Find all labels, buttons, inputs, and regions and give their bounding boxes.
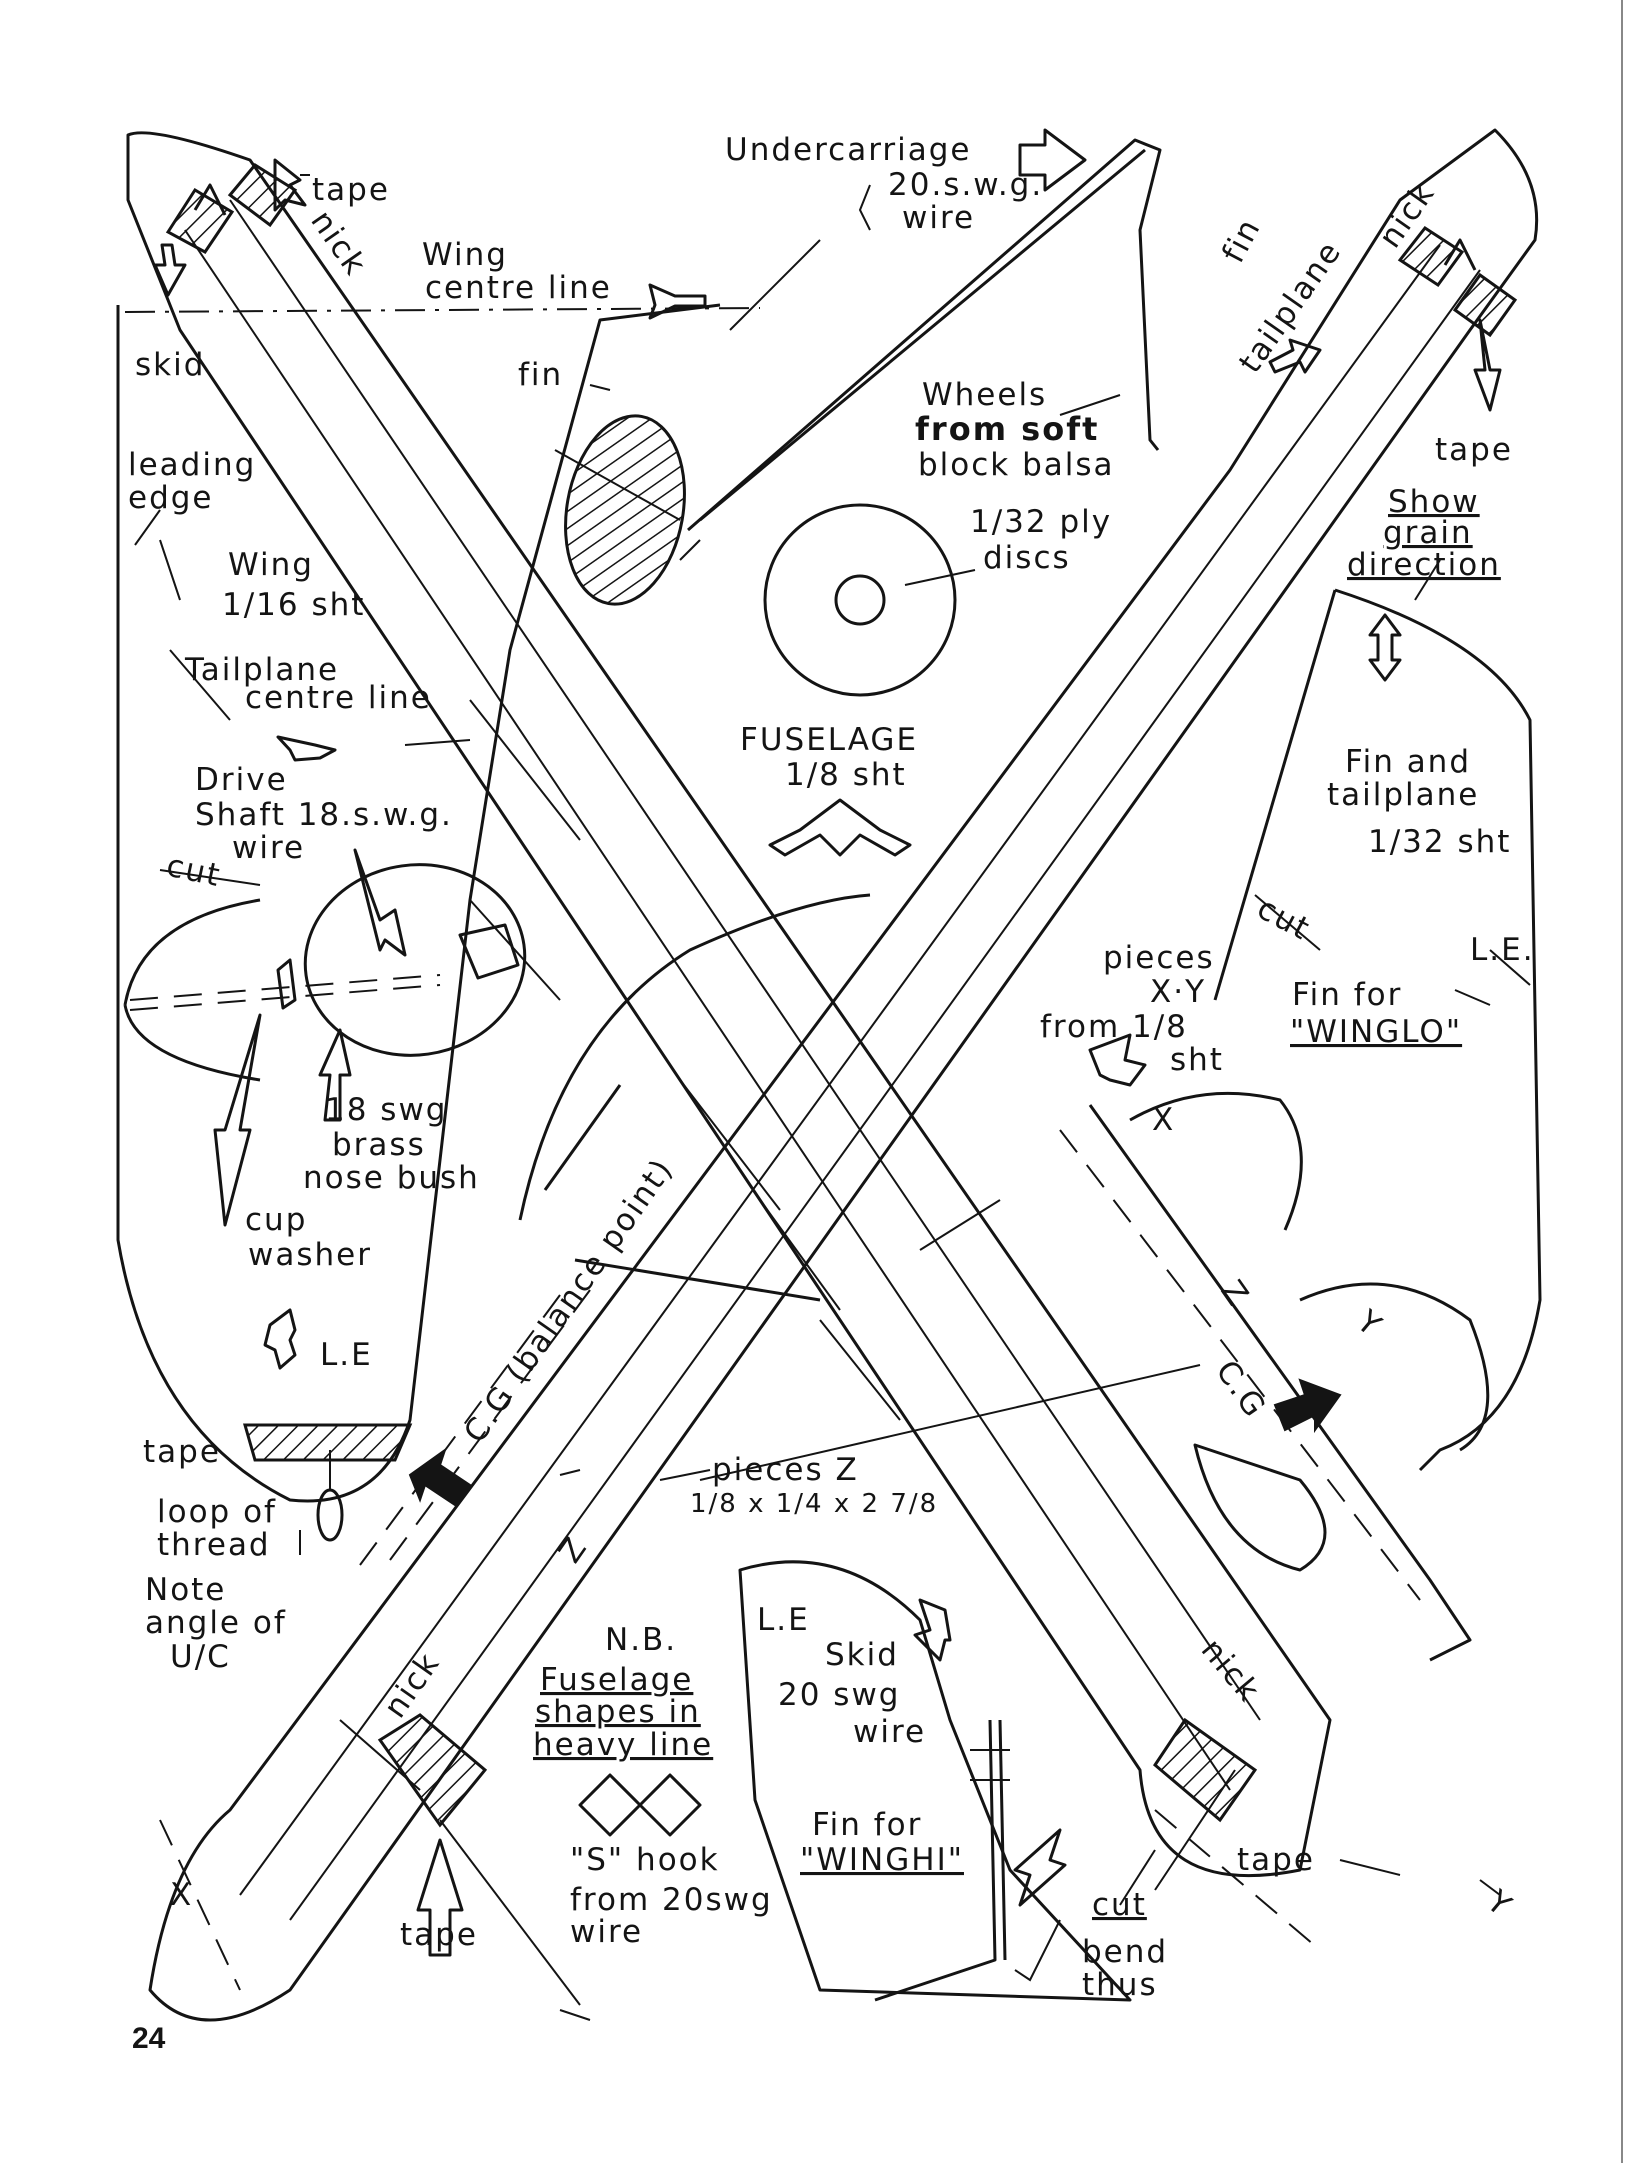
label-cut-bend-1: cut [1092,1887,1147,1923]
label-le-bottom: L.E [757,1602,810,1638]
label-ply-discs-1: 1/32 ply [970,504,1112,540]
label-pieces-xy-4: sht [1170,1042,1224,1078]
label-drive-shaft-1: Drive [195,762,288,798]
label-tape-bottom-left: tape [400,1917,478,1953]
page-number: 24 [132,2022,166,2055]
label-note-angle-2: angle of [145,1605,287,1641]
label-show-grain-3: direction [1347,547,1501,583]
fin-tailplane-outline [1213,588,1542,1472]
fin-winghi-outline [738,1560,1132,2002]
label-pieces-xy-2: X·Y [1150,974,1206,1010]
label-undercarriage-3: wire [902,200,975,236]
label-fin-tailplane-2: tailplane [1327,777,1479,813]
label-wing-centre-line-1: Wing [422,237,508,273]
label-pieces-xy-1: pieces [1103,940,1215,976]
cg-arrow-icons [408,1378,1342,1507]
label-cg-balance: C.G (balance point) [457,1152,681,1450]
label-fin-winghi-2: "WINGHI" [800,1842,964,1878]
fuselage-centre [518,893,901,1421]
s-hook-icon [578,1773,702,1837]
label-skid-wire-2: 20 swg [778,1677,900,1713]
leader-lines [134,174,1501,2021]
label-fin-right: fin [1215,212,1268,269]
label-x-bottom-left: X [170,1877,193,1913]
label-tape-left: tape [143,1434,221,1470]
label-nb-2: Fuselage [540,1662,693,1698]
label-cut-left: cut [163,848,224,895]
label-wheels-3: block balsa [918,447,1115,483]
label-drive-shaft-3: wire [232,830,305,866]
label-fuselage-1: FUSELAGE [740,722,918,758]
label-fin-winglo-2: "WINGLO" [1290,1014,1462,1050]
fuselage-strip-right [148,128,1539,2022]
label-z-right: Z [1213,1274,1256,1314]
label-skid-wire-1: Skid [825,1637,899,1673]
label-leading-edge-1: leading [128,447,256,483]
label-nick-bottom-left: nick [377,1646,447,1725]
label-fin-winglo-1: Fin for [1292,977,1402,1013]
label-fin-tailplane-3: 1/32 sht [1368,824,1511,860]
label-le-left: L.E [320,1337,373,1373]
propeller-assembly [123,649,527,1082]
label-s-hook-1: "S" hook [570,1842,720,1878]
arrow-icons [153,128,1502,1957]
pieces-xyz [359,1091,1490,1662]
label-cup-washer-2: washer [248,1237,372,1273]
label-nose-bush-2: brass [332,1127,426,1163]
label-x-right: X [1152,1102,1175,1138]
label-loop-of-thread-1: loop of [157,1494,277,1530]
label-pieces-xy-3: from 1/8 [1040,1009,1188,1045]
label-nick-top-left: nick [303,204,373,283]
label-wheels-1: Wheels [922,377,1047,413]
label-z-left: Z [552,1530,595,1570]
label-undercarriage-2: 20.s.w.g. [888,167,1043,203]
label-cut-bend-2: bend [1082,1934,1168,1970]
label-note-angle-1: Note [145,1572,226,1608]
label-leading-edge-2: edge [128,480,214,516]
label-loop-of-thread-2: thread [157,1527,271,1563]
label-wing-centre-line-2: centre line [425,270,612,306]
label-y-bottom-right: Y [1479,1883,1519,1925]
label-ply-discs-2: discs [983,540,1071,576]
label-undercarriage-1: Undercarriage [725,132,972,168]
label-tape-bottom-right: tape [1237,1842,1315,1878]
label-nose-bush-1: 18 swg [325,1092,447,1128]
label-nick-bottom-right: nick [1194,1632,1267,1710]
wing-tape-hatch [243,1423,413,1542]
label-nb-3: shapes in [535,1694,701,1730]
label-fin-left: fin [518,357,563,393]
label-tape-top-right: tape [1435,432,1513,468]
label-le-right: L.E. [1470,932,1535,968]
label-wing-1: Wing [228,547,314,583]
label-show-grain-1: Show [1388,484,1480,520]
label-pieces-z-2: 1/8 x 1/4 x 2 7/8 [690,1489,938,1519]
label-cup-washer-1: cup [245,1202,307,1238]
label-fin-winghi-1: Fin for [812,1807,922,1843]
label-drive-shaft-2: Shaft 18.s.w.g. [195,797,453,833]
label-nb-1: N.B. [605,1622,677,1658]
label-note-angle-3: U/C [170,1639,231,1675]
label-s-hook-2: from 20swg [570,1882,773,1918]
label-nose-bush-3: nose bush [303,1160,480,1196]
label-skid: skid [135,347,205,383]
label-tape-top-left: tape [312,172,390,208]
fuselage-strip-left [126,131,1332,1951]
label-show-grain-2: grain [1383,515,1473,551]
label-y-right: Y [1349,1303,1389,1345]
undercarriage-wire [554,138,1162,697]
label-cut-bend-3: thus [1082,1967,1158,2003]
label-tailplane-centre-1: Tailplane [184,652,339,688]
label-wheels-2: from soft [915,410,1099,448]
label-nb-4: heavy line [533,1727,713,1763]
label-wing-2: 1/16 sht [222,587,365,623]
label-tailplane-centre-2: centre line [245,680,432,716]
label-fin-tailplane-1: Fin and [1345,744,1471,780]
label-skid-wire-3: wire [853,1714,926,1750]
label-pieces-z-1: pieces Z [712,1452,859,1488]
label-s-hook-3: wire [570,1914,643,1950]
label-cg-right: C.G [1208,1354,1273,1425]
label-fuselage-2: 1/8 sht [785,757,907,793]
